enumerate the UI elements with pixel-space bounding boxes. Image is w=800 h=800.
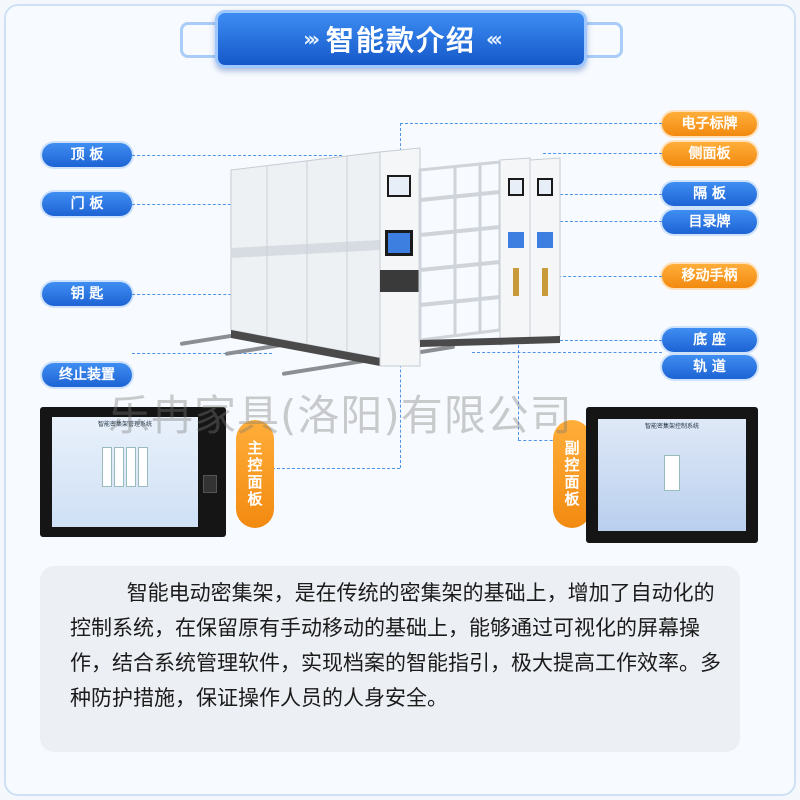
page-title: 智能款介绍 (325, 24, 476, 57)
label-handle: 移动手柄 (662, 264, 757, 288)
leader-line (472, 352, 662, 353)
main-panel-screen: 智能密集架管理系统 (52, 417, 198, 527)
cabinet-graphic (102, 447, 148, 487)
chevron-right-icon: ››› (303, 27, 320, 51)
label-rail: 轨 道 (662, 355, 757, 379)
leader-line (132, 353, 272, 354)
leader-line (560, 194, 662, 195)
leader-line (518, 345, 519, 440)
shelving-illustration (230, 147, 561, 367)
banner-wing-left (180, 22, 223, 58)
description-text: 智能电动密集架，是在传统的密集架的基础上，增加了自动化的控制系统，在保留原有手动… (70, 581, 721, 710)
leader-line (543, 153, 662, 154)
sub-panel-label: 副控面板 (553, 420, 591, 528)
label-door-panel: 门 板 (42, 192, 132, 216)
label-side-panel: 侧面板 (662, 142, 757, 166)
label-catalog-card: 目录牌 (662, 210, 757, 234)
watermark: 乐冉家具(洛阳)有限公司 (108, 391, 573, 440)
label-stop-device: 终止装置 (42, 363, 132, 387)
label-top-plate: 顶 板 (42, 143, 132, 167)
leader-line (262, 468, 400, 469)
banner-wing-right (580, 22, 623, 58)
label-base: 底 座 (662, 328, 757, 352)
main-screen-title: 智能密集架管理系统 (97, 421, 152, 428)
sub-panel-device: 智能密集架控制系统 (586, 407, 758, 543)
leader-line (518, 440, 558, 441)
chevron-left-icon: ‹‹‹ (486, 27, 503, 51)
leader-line (132, 155, 342, 156)
main-panel-device: 智能密集架管理系统 (40, 407, 226, 537)
fingerprint-sensor (203, 475, 217, 493)
leader-line (548, 276, 662, 277)
cabinet-graphic (664, 455, 680, 491)
leader-line (560, 221, 662, 222)
label-shelf-board: 隔 板 (662, 182, 757, 206)
sub-screen-title: 智能密集架控制系统 (644, 423, 699, 430)
header-banner: ››› 智能款介绍 ‹‹‹ (215, 10, 587, 68)
main-panel-label: 主控面板 (236, 420, 274, 528)
description-panel: 智能电动密集架，是在传统的密集架的基础上，增加了自动化的控制系统，在保留原有手动… (40, 566, 740, 752)
label-e-sign: 电子标牌 (662, 112, 757, 136)
label-key: 钥 匙 (42, 282, 132, 306)
leader-line (132, 294, 277, 295)
sub-panel-screen: 智能密集架控制系统 (598, 419, 746, 531)
leader-line (400, 123, 662, 124)
leader-line (560, 340, 662, 341)
